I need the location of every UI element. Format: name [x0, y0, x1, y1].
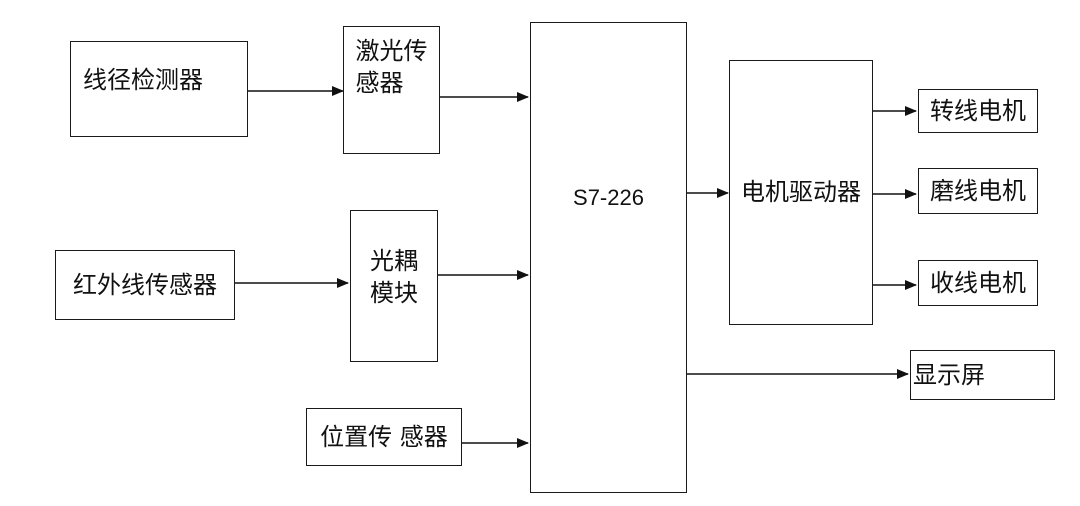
motor-driver-label: 电机驱动器: [741, 178, 861, 207]
infrared-sensor-box: 红外线传感器: [55, 250, 235, 320]
optocoupler-box: 光耦 模块: [350, 210, 438, 362]
laser-sensor-label-line1: 激光传: [355, 37, 428, 65]
wire-diameter-detector-label: 线径检测器: [83, 66, 203, 94]
position-sensor-box: 位置传 感器: [306, 408, 462, 466]
winding-motor-box: 收线电机: [918, 260, 1038, 306]
plc-label: S7-226: [573, 185, 644, 210]
infrared-sensor-label: 红外线传感器: [73, 270, 217, 299]
display-box: 显示屏: [910, 350, 1055, 400]
display-label: 显示屏: [913, 360, 985, 389]
laser-sensor-box: 激光传 感器: [343, 26, 440, 154]
plc-box: S7-226: [530, 22, 687, 493]
optocoupler-label-line2: 模块: [370, 279, 418, 308]
rotate-motor-box: 转线电机: [918, 89, 1038, 133]
wire-diameter-detector-box: 线径检测器: [70, 41, 248, 137]
position-sensor-label: 位置传 感器: [320, 422, 448, 451]
motor-driver-box: 电机驱动器: [729, 60, 873, 325]
winding-motor-label: 收线电机: [930, 268, 1026, 297]
grind-motor-box: 磨线电机: [918, 168, 1038, 214]
optocoupler-label-line1: 光耦: [370, 247, 418, 275]
rotate-motor-label: 转线电机: [930, 96, 1026, 125]
grind-motor-label: 磨线电机: [930, 176, 1026, 205]
laser-sensor-label-line2: 感器: [355, 69, 404, 98]
